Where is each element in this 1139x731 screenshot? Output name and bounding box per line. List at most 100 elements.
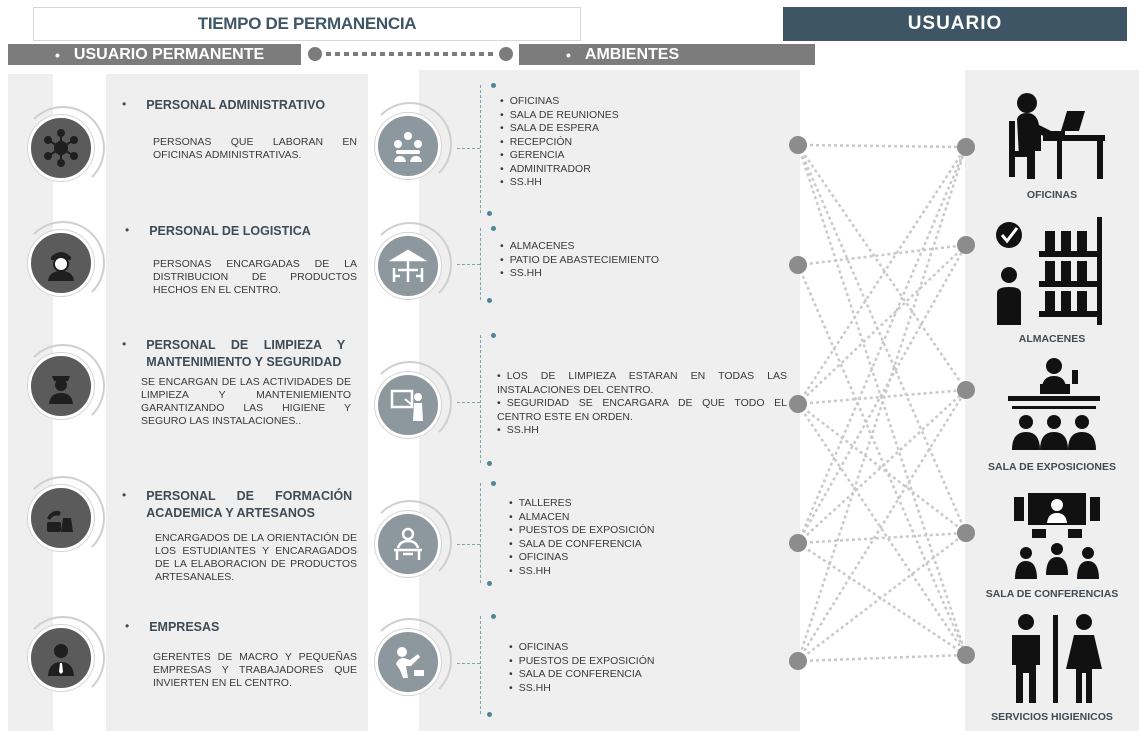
usuario-label: SALA DE EXPOSICIONES bbox=[988, 461, 1116, 473]
ambientes-label: AMBIENTES bbox=[584, 45, 680, 63]
category-description: ENCARGADOS DE LA ORIENTACIÓN DE LOS ESTU… bbox=[155, 532, 357, 583]
category-bullet: • bbox=[122, 488, 127, 502]
restroom-icon bbox=[1008, 613, 1104, 705]
circle-arc bbox=[21, 476, 105, 560]
category-bullet: • bbox=[122, 337, 127, 351]
usuario-label: ALMACENES bbox=[1018, 333, 1086, 345]
network-person-icon bbox=[28, 115, 94, 181]
category-personal-limpieza: • PERSONAL DE LIMPIEZA Y MANTENIMIENTO Y … bbox=[122, 337, 362, 428]
bar-bullet: • bbox=[566, 46, 571, 63]
circle-arc bbox=[368, 500, 452, 584]
bracket-connector bbox=[457, 663, 480, 664]
circle-arc bbox=[21, 221, 105, 305]
list-item: ALMACEN bbox=[509, 511, 769, 525]
security-guard-icon bbox=[28, 353, 94, 419]
list-item: SALA DE CONFERENCIA bbox=[509, 538, 769, 552]
list-item: PUESTOS DE EXPOSICIÓN bbox=[509, 524, 769, 538]
artisan-icon bbox=[375, 629, 441, 695]
circle-arc bbox=[368, 361, 452, 445]
list-item: GERENCIA bbox=[500, 149, 770, 163]
list-item: SS.HH bbox=[500, 267, 770, 281]
usuario-label: SALA DE CONFERENCIAS bbox=[985, 588, 1119, 600]
usuario-header: USUARIO bbox=[783, 7, 1127, 41]
conference-icon bbox=[1012, 491, 1102, 581]
usuario-permanente-bar: • USUARIO PERMANENTE bbox=[8, 44, 301, 65]
list-bracket bbox=[480, 85, 481, 213]
bracket-dot bbox=[491, 614, 496, 619]
category-title: PERSONAL ADMINISTRATIVO bbox=[146, 98, 326, 112]
bracket-dot bbox=[487, 461, 492, 466]
list-item: RECEPCIÓN bbox=[500, 136, 770, 150]
circle-arc bbox=[21, 344, 105, 428]
category-formacion-academica: • PERSONAL DE FORMACIÓN ACADEMICA Y ARTES… bbox=[122, 488, 362, 584]
usuario-label: SERVICIOS HIGIENICOS bbox=[991, 711, 1113, 723]
bracket-connector bbox=[457, 148, 480, 149]
patio-table-icon bbox=[375, 233, 441, 299]
list-item: SS.HH bbox=[509, 565, 769, 579]
bracket-dot bbox=[487, 581, 492, 586]
list-item: SS.HH bbox=[509, 682, 769, 696]
bracket-dot bbox=[491, 83, 496, 88]
category-description: GERENTES DE MACRO Y PEQUEÑAS EMPRESAS Y … bbox=[153, 651, 357, 689]
usuario-permanente-label: USUARIO PERMANENTE bbox=[73, 45, 265, 63]
circle-arc bbox=[21, 106, 105, 190]
list-item: SS.HH bbox=[497, 424, 787, 438]
office-desk-icon bbox=[1003, 91, 1107, 183]
ambientes-list-formacion: TALLERES ALMACEN PUESTOS DE EXPOSICIÓN S… bbox=[509, 497, 769, 578]
bracket-dot bbox=[491, 226, 496, 231]
circle-arc bbox=[368, 102, 452, 186]
bracket-dot bbox=[491, 481, 496, 486]
list-item: PUESTOS DE EXPOSICIÓN bbox=[509, 655, 769, 669]
category-description: PERSONAS QUE LABORAN EN OFICINAS ADMINIS… bbox=[153, 136, 357, 161]
list-item: OFICINAS bbox=[509, 641, 769, 655]
bracket-connector bbox=[457, 544, 480, 545]
category-title: PERSONAL DE FORMACIÓN ACADEMICA Y ARTESA… bbox=[146, 489, 353, 520]
category-title: PERSONAL DE LIMPIEZA Y MANTENIMIENTO Y S… bbox=[146, 338, 346, 369]
diagram-title: TIEMPO DE PERMANENCIA bbox=[33, 7, 581, 41]
bracket-dot bbox=[487, 211, 492, 216]
list-item: ADMINITRADOR bbox=[500, 163, 770, 177]
list-bracket bbox=[480, 335, 481, 463]
list-bracket bbox=[480, 616, 481, 714]
worker-icon bbox=[28, 230, 94, 296]
circle-arc bbox=[368, 222, 452, 306]
list-item: TALLERES bbox=[509, 497, 769, 511]
bracket-dot bbox=[487, 712, 492, 717]
category-title: PERSONAL DE LOGISTICA bbox=[149, 224, 311, 238]
circle-arc bbox=[368, 618, 452, 702]
categories-panel bbox=[106, 74, 368, 731]
businessman-icon bbox=[28, 625, 94, 691]
exhibition-icon bbox=[1006, 356, 1102, 452]
category-personal-logistica: •PERSONAL DE LOGISTICA PERSONAS ENCARGAD… bbox=[125, 223, 362, 297]
bracket-dot bbox=[491, 333, 496, 338]
bar-bullet: • bbox=[55, 46, 60, 63]
list-item: ALMACENES bbox=[500, 240, 770, 254]
ambientes-list-limpieza: LOS DE LIMPIEZA ESTARAN EN TODAS LAS INS… bbox=[497, 370, 787, 438]
bar-connector bbox=[306, 45, 515, 63]
teacher-desk-icon bbox=[375, 511, 441, 577]
category-personal-administrativo: •PERSONAL ADMINISTRATIVO PERSONAS QUE LA… bbox=[122, 97, 362, 162]
warehouse-shelves-icon bbox=[993, 215, 1105, 327]
list-item: SS.HH bbox=[500, 176, 770, 190]
ambientes-list-administrativo: OFICINAS SALA DE REUNIONES SALA DE ESPER… bbox=[500, 95, 770, 190]
list-item: OFICINAS bbox=[500, 95, 770, 109]
category-title: EMPRESAS bbox=[149, 620, 220, 634]
bracket-connector bbox=[457, 264, 480, 265]
list-bracket bbox=[480, 228, 481, 300]
ambientes-bar: • AMBIENTES bbox=[519, 44, 815, 65]
ambientes-list-empresas: OFICINAS PUESTOS DE EXPOSICIÓN SALA DE C… bbox=[509, 641, 769, 695]
meeting-group-icon bbox=[375, 113, 441, 179]
list-item: SALA DE REUNIONES bbox=[500, 109, 770, 123]
category-empresas: • EMPRESAS GERENTES DE MACRO Y PEQUEÑAS E… bbox=[125, 619, 362, 690]
list-bracket bbox=[480, 483, 481, 583]
bracket-connector bbox=[457, 402, 480, 403]
category-bullet: • bbox=[125, 619, 130, 633]
list-item: PATIO DE ABASTECIEMIENTO bbox=[500, 254, 770, 268]
list-item: LOS DE LIMPIEZA ESTARAN EN TODAS LAS INS… bbox=[497, 370, 787, 397]
list-item: SALA DE CONFERENCIA bbox=[509, 668, 769, 682]
circle-arc bbox=[21, 616, 105, 700]
list-item: SALA DE ESPERA bbox=[500, 122, 770, 136]
presenter-board-icon bbox=[375, 372, 441, 438]
list-item: OFICINAS bbox=[509, 551, 769, 565]
category-description: SE ENCARGAN DE LAS ACTIVIDADES DE LIMPIE… bbox=[141, 376, 351, 427]
